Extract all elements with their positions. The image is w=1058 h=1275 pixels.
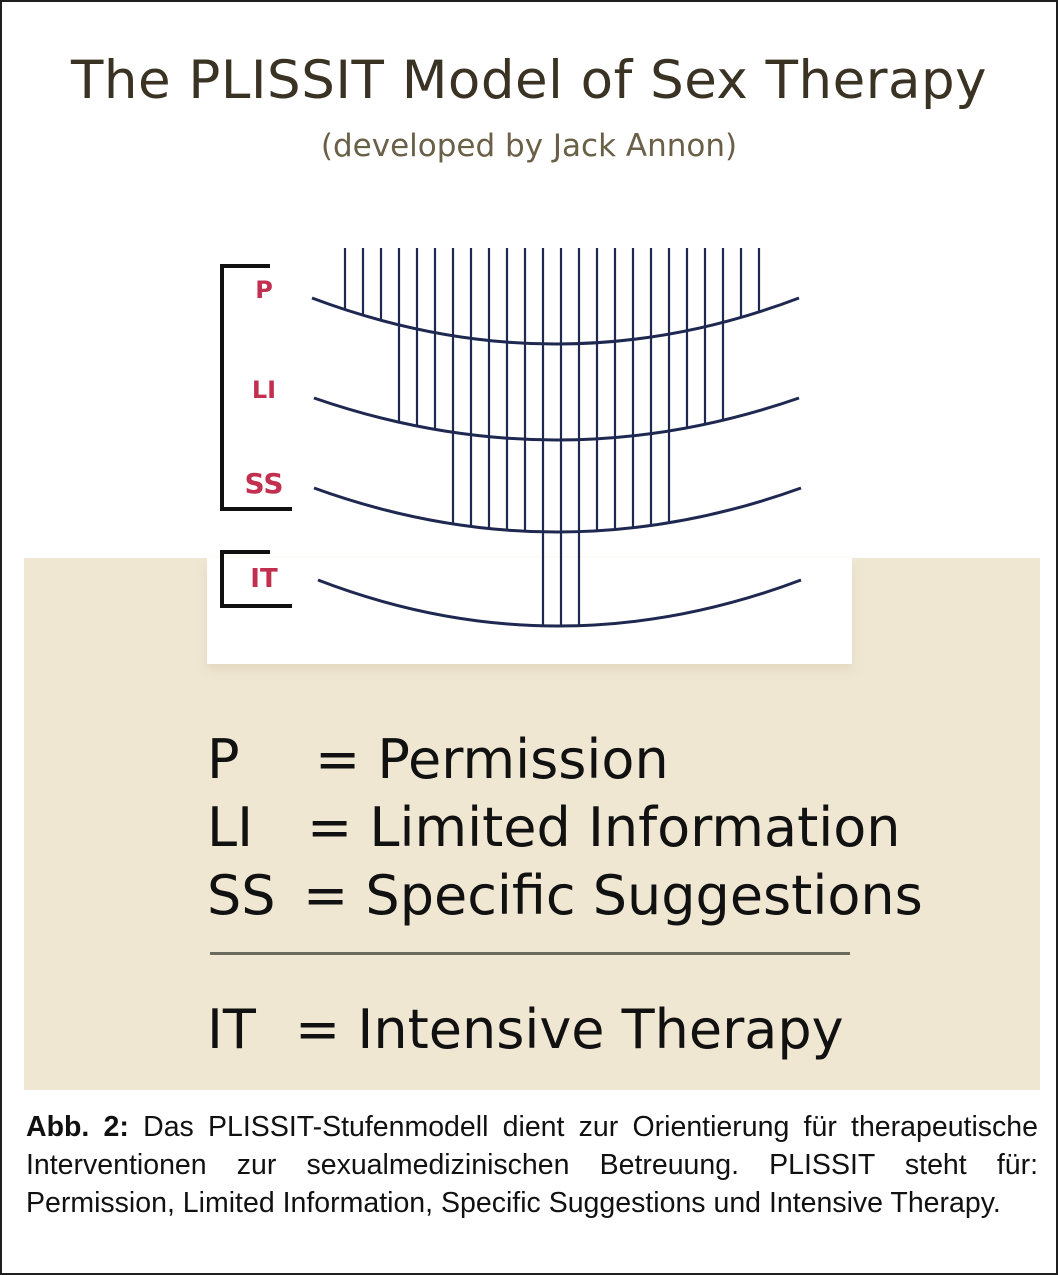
- legend-row-it: IT = Intensive Therapy: [207, 998, 844, 1061]
- level-curve-3: [313, 486, 802, 534]
- bracket-p-li-ss: [220, 264, 292, 511]
- legend-abbr: SS: [207, 864, 276, 927]
- legend-row-li: LI = Limited Information: [207, 796, 901, 859]
- figure-title: The PLISSIT Model of Sex Therapy: [71, 50, 987, 111]
- level-label-it: IT: [250, 564, 278, 594]
- legend-row-ss: SS = Specific Suggestions: [207, 864, 923, 927]
- legend-term: Permission: [377, 728, 669, 791]
- figure-subtitle: (developed by Jack Annon): [320, 128, 738, 164]
- legend-divider: [210, 952, 850, 955]
- legend-abbr: IT: [207, 998, 256, 1061]
- funnel-vertical-lines: [343, 248, 761, 626]
- diagram-lower-panel: [207, 558, 852, 664]
- legend-equals: =: [295, 998, 341, 1061]
- level-label-ss: SS: [244, 467, 284, 500]
- legend-term: Specific Suggestions: [365, 864, 923, 927]
- legend-equals: =: [307, 796, 353, 859]
- caption-text: Das PLISSIT-Stufenmodell dient zur Orien…: [26, 1111, 1038, 1219]
- legend-abbr: P: [207, 728, 240, 791]
- funnel-level-curves: [311, 296, 802, 628]
- legend-equals: =: [303, 864, 349, 927]
- level-curve-1: [311, 296, 800, 346]
- caption-label: Abb. 2:: [26, 1111, 129, 1143]
- level-curve-2: [313, 396, 800, 442]
- bracket-it: [220, 550, 292, 608]
- level-label-p: P: [255, 276, 273, 304]
- legend-term: Intensive Therapy: [357, 998, 844, 1061]
- plissit-funnel-diagram: [220, 248, 802, 628]
- legend-equals: =: [315, 728, 361, 791]
- level-curve-4: [317, 578, 802, 628]
- figure-caption: Abb. 2: Das PLISSIT-Stufenmodell dient z…: [26, 1108, 1038, 1222]
- legend-abbr: LI: [207, 796, 254, 859]
- level-label-li: LI: [251, 376, 277, 404]
- legend-row-p: P = Permission: [207, 728, 669, 791]
- legend-term: Limited Information: [369, 796, 901, 859]
